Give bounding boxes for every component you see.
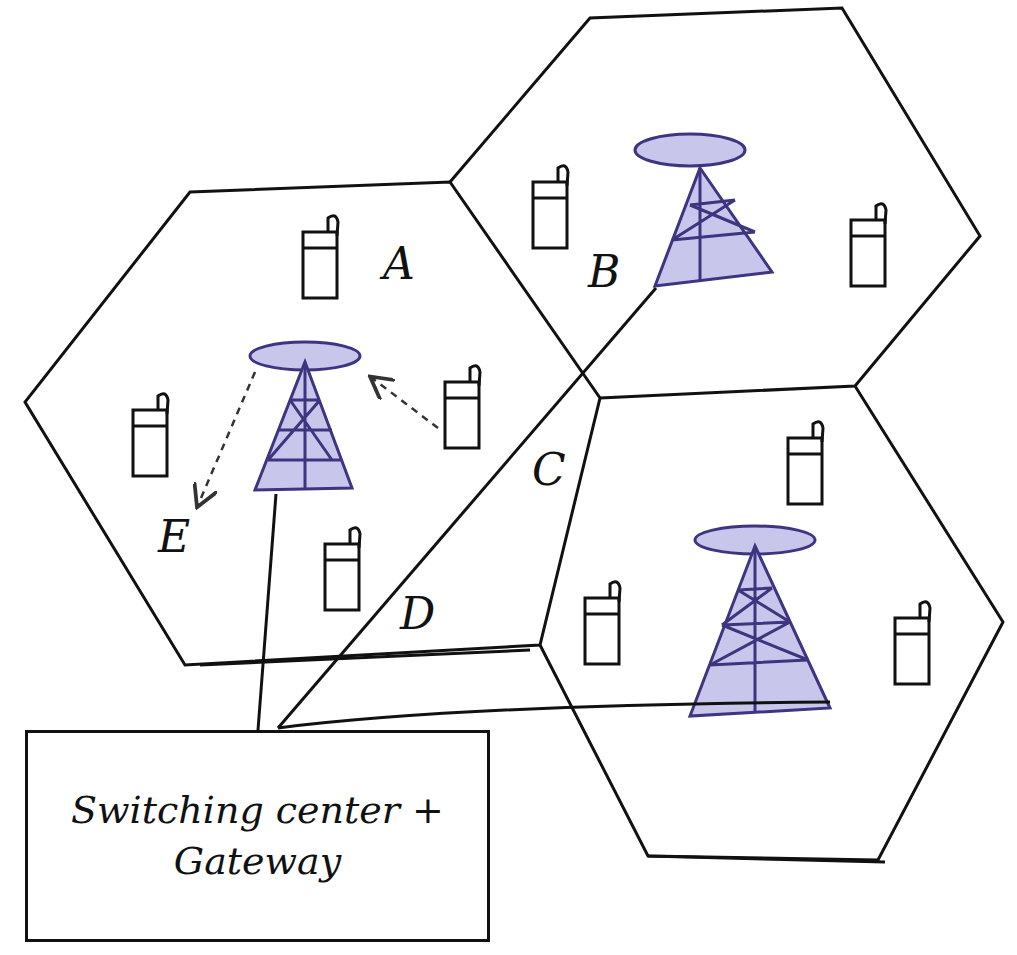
radio-path [198, 372, 438, 505]
callout-letter: A [383, 242, 415, 286]
node-label: Switching center + Gateway [44, 785, 471, 888]
mobile-phone [133, 166, 930, 684]
callout-letter: E [158, 515, 190, 559]
callout-letter: D [400, 592, 435, 636]
callout-letter: C [532, 448, 566, 492]
callout-letter: B [588, 250, 620, 294]
backhaul-line [258, 288, 830, 730]
switching-center-box: Switching center + Gateway [25, 730, 490, 942]
